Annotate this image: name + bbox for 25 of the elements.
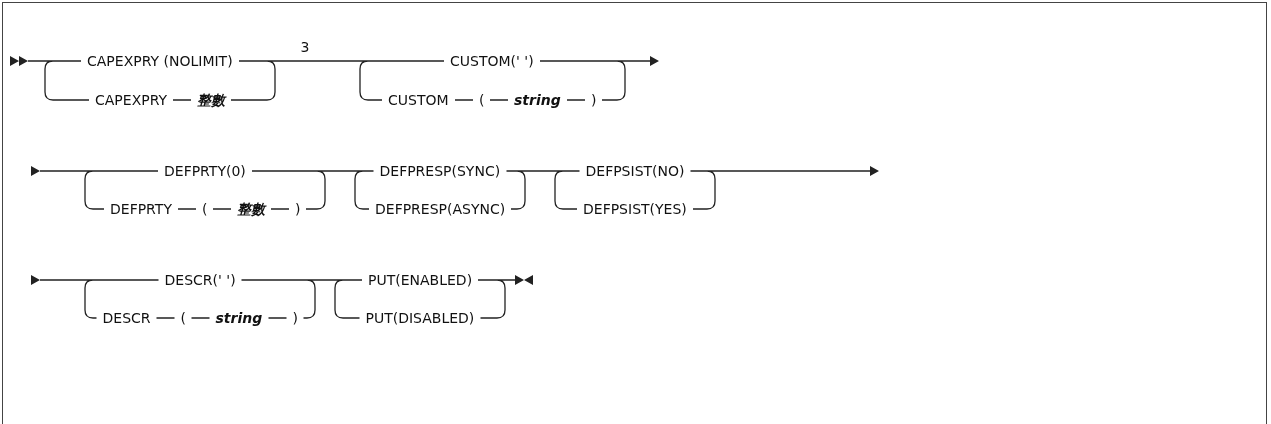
keyword-label: (	[202, 200, 208, 218]
keyword-label: DEFPRESP(SYNC)	[379, 162, 501, 180]
keyword-label: )	[292, 309, 298, 327]
repeat-count: 3	[300, 38, 310, 56]
keyword-label: PUT(ENABLED)	[368, 271, 473, 289]
keyword-label: (	[479, 91, 485, 109]
keyword-label: PUT(DISABLED)	[365, 309, 475, 327]
keyword-label: CUSTOM	[388, 91, 449, 109]
variable-label: string	[514, 91, 561, 109]
keyword-label: )	[295, 200, 301, 218]
keyword-label: CUSTOM(' ')	[450, 52, 534, 70]
keyword-label: DEFPRTY(0)	[164, 162, 246, 180]
keyword-label: CAPEXPRY (NOLIMIT)	[87, 52, 233, 70]
keyword-label: DEFPSIST(YES)	[583, 200, 687, 218]
variable-label: 整數	[237, 200, 265, 218]
keyword-label: DEFPSIST(NO)	[585, 162, 685, 180]
keyword-label: (	[180, 309, 186, 327]
keyword-label: DEFPRESP(ASYNC)	[375, 200, 506, 218]
keyword-label: DEFPRTY	[110, 200, 172, 218]
keyword-label: )	[591, 91, 597, 109]
keyword-label: CAPEXPRY	[95, 91, 168, 109]
variable-label: string	[215, 309, 263, 327]
keyword-label: DESCR	[102, 309, 151, 327]
variable-label: 整數	[197, 91, 225, 109]
keyword-label: DESCR(' ')	[164, 271, 236, 289]
